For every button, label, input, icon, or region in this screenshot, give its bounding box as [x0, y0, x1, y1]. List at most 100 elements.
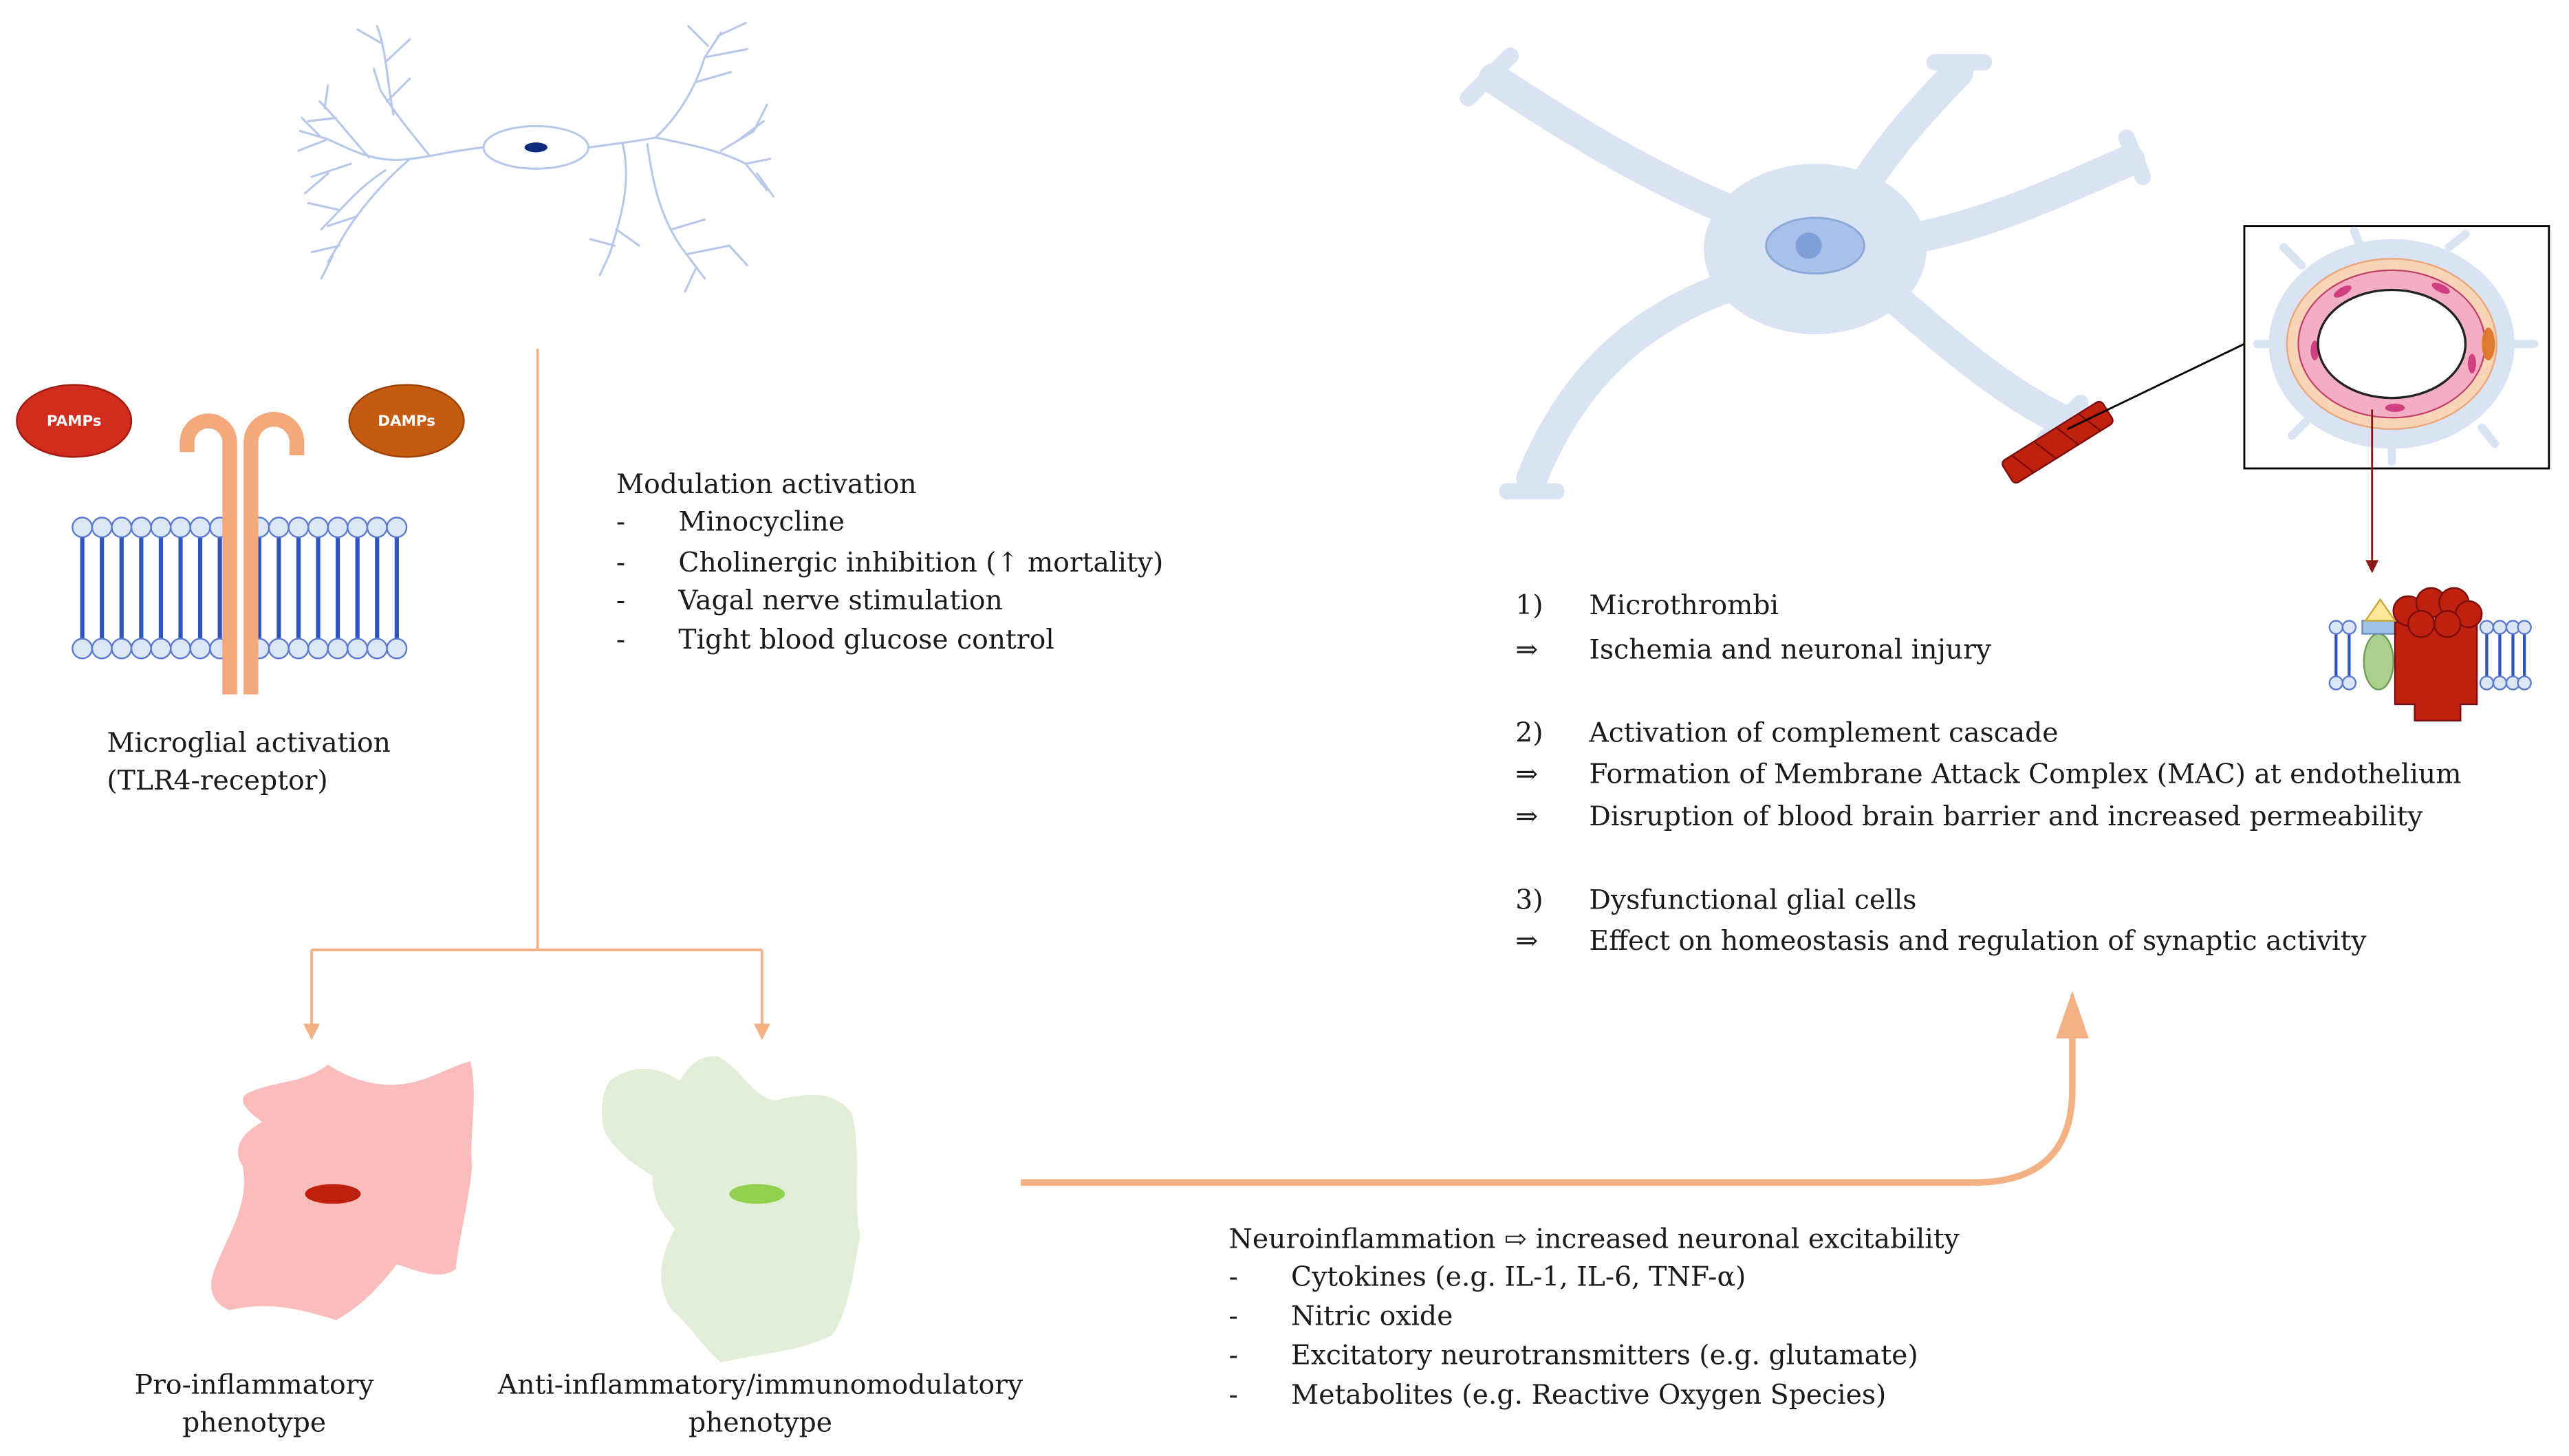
blood-vessel-icon — [2002, 343, 2245, 484]
lipid-head — [2479, 620, 2495, 635]
lipid-head — [91, 638, 113, 660]
receptor-hook-left — [180, 413, 237, 695]
lipid-head — [91, 517, 113, 539]
dendrites-right — [587, 21, 775, 293]
lipid-head — [189, 638, 211, 660]
implication-arrow: ⇒ — [1515, 759, 1538, 790]
endfoot-spike — [2445, 230, 2470, 252]
lipid-head — [268, 517, 290, 539]
mac-pore-body — [2394, 621, 2478, 721]
dendrites-left — [297, 25, 485, 280]
group-title: Microthrombi — [1589, 590, 1779, 621]
astrocyte-process — [1478, 63, 1753, 229]
anti-inflammatory-nucleus — [729, 1184, 785, 1204]
neuroinflammation-item: Nitric oxide — [1291, 1301, 1453, 1332]
lipid-head — [130, 517, 152, 539]
lipid-head — [366, 517, 388, 539]
lipid-head — [2517, 620, 2532, 635]
mac-subunits — [2392, 587, 2483, 638]
implication-arrow: ⇒ — [1515, 801, 1538, 832]
implication-arrow: ⇒ — [1515, 634, 1538, 665]
implication-arrow: ⇒ — [1515, 926, 1538, 957]
lipid-head — [2341, 675, 2357, 691]
zoom-pointer-line — [2067, 343, 2245, 431]
membrane-protein-blue — [2361, 620, 2399, 635]
lipid-head — [386, 638, 408, 660]
astrocyte-icon — [1460, 47, 2151, 500]
astrocyte-process — [1885, 287, 2077, 435]
lipid-head — [170, 517, 191, 539]
lipid-head — [288, 517, 310, 539]
pro-inflammatory-microglia: Pro-inflammatory phenotype — [135, 1061, 474, 1438]
endfoot-spike — [2288, 417, 2311, 440]
neuroinflammation-item: Excitatory neurotransmitters (e.g. gluta… — [1291, 1340, 1918, 1371]
lipid-head — [111, 638, 133, 660]
tlr4-receptor-panel: PAMPs DAMPs Microglial activation (TLR4-… — [16, 384, 465, 796]
lipid-head — [288, 638, 310, 660]
neuron-icon — [297, 21, 775, 293]
mac-pointer-arrow — [2365, 409, 2379, 574]
lipid-head — [170, 638, 191, 660]
endothelial-nucleus — [2334, 285, 2352, 298]
lipid-head — [2341, 620, 2357, 635]
lipid-head — [72, 638, 94, 660]
endfoot-spike — [2478, 423, 2500, 448]
lipid-head — [72, 517, 94, 539]
curved-arrow-head — [2056, 990, 2089, 1039]
lipid-head — [130, 638, 152, 660]
pro-inflammatory-nucleus — [305, 1184, 361, 1204]
lipid-head — [347, 638, 369, 660]
lipid-head — [327, 638, 349, 660]
mac-pointer-head — [2365, 560, 2379, 574]
modulation-title: Modulation activation — [616, 469, 917, 500]
activation-connector — [303, 349, 770, 1041]
membrane-protein-yellow — [2363, 598, 2397, 622]
astrocyte-endfeet-spikes — [2253, 226, 2539, 466]
modulation-item: Minocycline — [678, 507, 845, 538]
receptor-caption-line1: Microglial activation — [107, 728, 391, 759]
lipid-head — [366, 638, 388, 660]
lipid-head — [268, 638, 290, 660]
blood-vessel-cross-section-icon — [2243, 225, 2550, 470]
pamps-label: PAMPs — [47, 413, 102, 430]
modulation-item: Tight blood glucose control — [678, 624, 1054, 655]
group-number: 3) — [1515, 885, 1543, 916]
list-bullet: - — [1229, 1340, 1238, 1371]
neuroinflammation-item: Metabolites (e.g. Reactive Oxygen Specie… — [1291, 1380, 1886, 1411]
receptor-caption-line2: (TLR4-receptor) — [107, 765, 327, 796]
damps-label: DAMPs — [378, 413, 435, 430]
list-bullet: - — [616, 585, 625, 616]
list-bullet: - — [1229, 1301, 1238, 1332]
endothelial-nucleus — [2431, 283, 2450, 294]
astrocyte-process — [1901, 144, 2145, 253]
neuroinflammation-item: Cytokines (e.g. IL-1, IL-6, TNF-α) — [1291, 1261, 1746, 1292]
list-bullet: - — [616, 624, 625, 655]
receptor-hook-right — [243, 411, 305, 695]
lipid-head — [2328, 620, 2344, 635]
pamps-badge — [16, 384, 133, 458]
group-title: Dysfunctional glial cells — [1589, 885, 1916, 916]
pericyte — [2482, 327, 2495, 360]
lipid-head — [2328, 675, 2344, 691]
lipid-head — [150, 517, 172, 539]
endfoot-spike — [2279, 243, 2306, 270]
lipid-head — [2479, 675, 2495, 691]
lipid-head — [189, 517, 211, 539]
astrocyte-process — [1852, 56, 1973, 196]
cell-membrane-bilayer — [72, 517, 408, 660]
lipid-head — [111, 517, 133, 539]
modulation-item: Cholinergic inhibition (↑ mortality) — [678, 547, 1163, 578]
endothelial-nucleus — [2310, 340, 2319, 360]
neuroinflammation-list: Neuroinflammation ⇨ increased neuronal e… — [1229, 1224, 1960, 1411]
lipid-head — [347, 517, 369, 539]
neuroinflammation-title: Neuroinflammation ⇨ increased neuronal e… — [1229, 1224, 1960, 1255]
lipid-head — [307, 517, 329, 539]
group-effect: Formation of Membrane Attack Complex (MA… — [1589, 759, 2461, 790]
lipid-head — [307, 638, 329, 660]
vessel-tube-texture — [2011, 413, 2101, 473]
lipid-head — [150, 638, 172, 660]
pro-phenotype-label-line2: phenotype — [182, 1407, 326, 1438]
list-bullet: - — [1229, 1380, 1238, 1411]
list-bullet: - — [616, 507, 625, 538]
